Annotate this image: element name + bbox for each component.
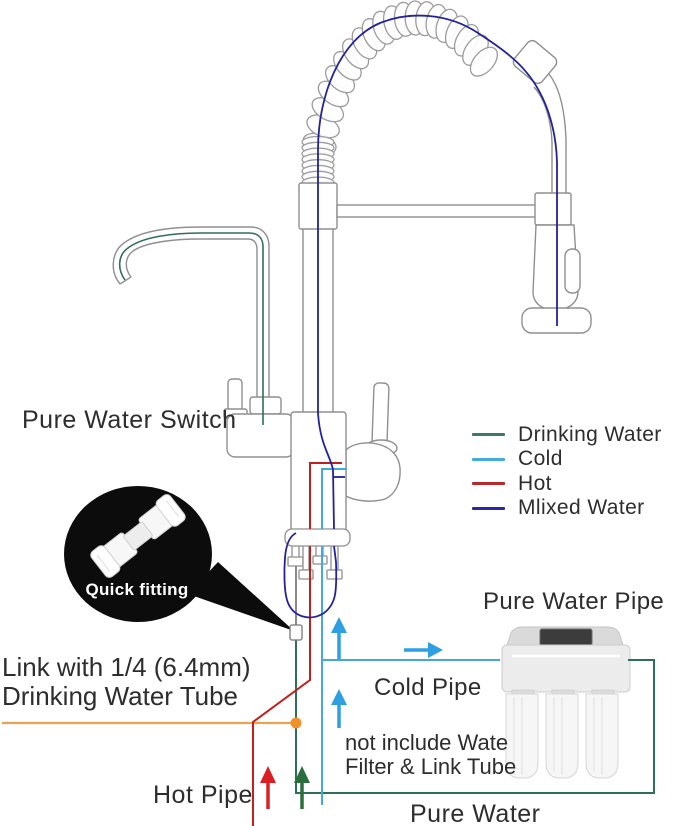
link-tube-label-line2: Drinking Water Tube xyxy=(2,681,239,711)
mixed-water-line xyxy=(283,14,558,619)
faucet-body xyxy=(223,378,401,534)
legend-label: Hot xyxy=(518,471,552,495)
pure-water-spout xyxy=(112,226,270,412)
not-include-note-line1: not include Wate xyxy=(345,730,509,755)
cold-flow-arrow-up-1 xyxy=(331,617,347,659)
legend-label: Cold xyxy=(518,447,563,471)
link-tube-label: Link with 1/4 (6.4mm) Drinking Water Tub… xyxy=(2,653,251,711)
cold-flow-arrow-right xyxy=(404,642,443,658)
quick-fitting-callout xyxy=(64,486,294,631)
support-bar xyxy=(336,204,542,218)
filter-display xyxy=(539,628,593,647)
legend: Drinking Water Cold Hot Mlixed Water xyxy=(472,422,662,520)
pure-water-switch-label: Pure Water Switch xyxy=(22,406,237,434)
hot-line-swatch xyxy=(472,482,505,486)
mounting-hardware xyxy=(284,528,351,580)
link-tube-line xyxy=(2,717,302,729)
legend-item-drinking-water: Drinking Water xyxy=(472,422,662,446)
pure-water-label: Pure Water xyxy=(410,800,541,826)
water-filter-unit xyxy=(501,626,631,779)
not-include-note-line2: Filter & Link Tube xyxy=(345,754,517,779)
not-include-note: not include Wate Filter & Link Tube xyxy=(345,731,516,779)
mixer-housing xyxy=(345,442,401,502)
pure-water-pipe-label: Pure Water Pipe xyxy=(483,588,665,615)
faucet-column xyxy=(298,182,542,412)
cold-water-line xyxy=(321,468,500,805)
mixed-water-line-swatch xyxy=(472,506,505,510)
drinking-water-line-swatch xyxy=(472,433,505,436)
cold-pipe-label: Cold Pipe xyxy=(374,674,482,701)
mixer-handle xyxy=(371,382,390,446)
junction-dot xyxy=(290,717,302,729)
sprayer-button xyxy=(564,248,581,294)
drinking-water-line xyxy=(118,232,655,794)
spout-mount-nut xyxy=(249,396,282,415)
quick-fitting-image xyxy=(90,494,186,578)
base-flange xyxy=(284,528,351,547)
hot-pipe-label: Hot Pipe xyxy=(153,781,253,809)
legend-item-hot: Hot xyxy=(472,471,662,495)
quick-fitting-label: Quick fitting xyxy=(85,580,189,599)
hose-ferrule xyxy=(512,39,558,85)
legend-label: Drinking Water xyxy=(518,422,662,446)
legend-label: Mlixed Water xyxy=(518,496,645,520)
link-tube-label-line1: Link with 1/4 (6.4mm) xyxy=(2,652,251,682)
quick-fitting-connector xyxy=(289,624,303,641)
sprayer-hose xyxy=(533,73,567,194)
cold-flow-arrow-up-2 xyxy=(331,689,347,728)
legend-item-cold: Cold xyxy=(472,447,662,471)
legend-item-mixed-water: Mlixed Water xyxy=(472,496,662,520)
pure-flow-arrow-up xyxy=(294,766,310,809)
cold-line-swatch xyxy=(472,457,505,461)
hot-flow-arrow-up xyxy=(260,766,276,809)
